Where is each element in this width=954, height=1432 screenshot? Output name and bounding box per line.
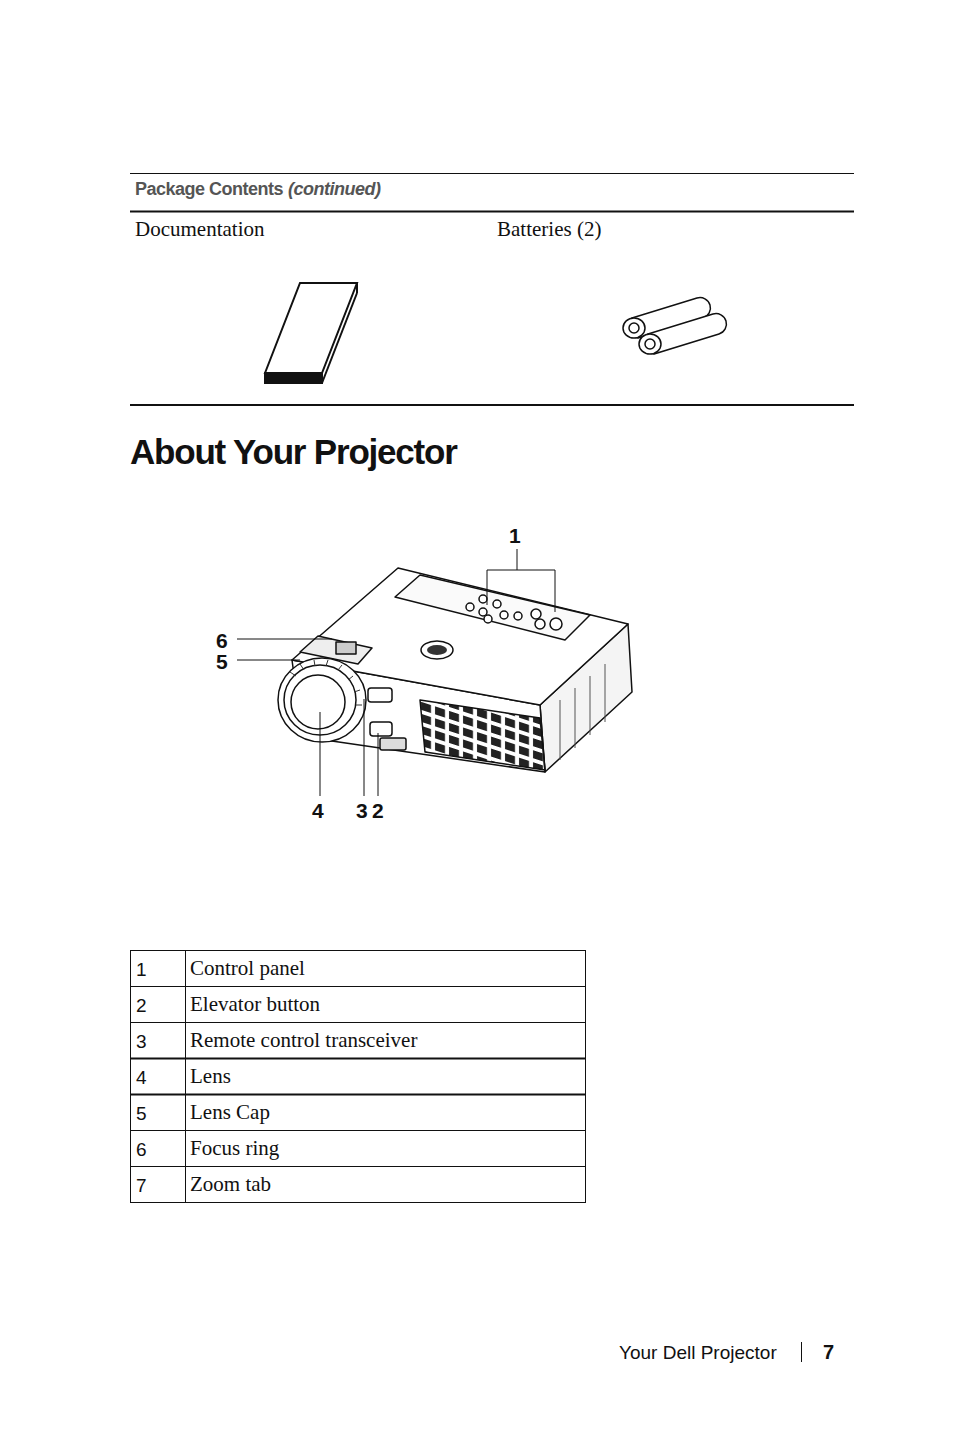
documentation-icon [265, 283, 357, 383]
callout-number: 2 [372, 800, 384, 821]
part-name: Focus ring [190, 1138, 279, 1159]
callout-number: 3 [356, 800, 368, 821]
section-header: Package Contents [135, 180, 283, 198]
parts-table-grid [130, 950, 586, 1203]
row-number: 7 [136, 1176, 147, 1195]
part-name: Zoom tab [190, 1174, 271, 1195]
footer-text: Your Dell Projector [619, 1343, 777, 1362]
part-name: Control panel [190, 958, 305, 979]
row-number: 3 [136, 1032, 147, 1051]
row-number: 4 [136, 1068, 147, 1087]
row-number: 6 [136, 1140, 147, 1159]
projector-illustration [278, 568, 632, 772]
part-name: Remote control transceiver [190, 1030, 417, 1051]
part-name: Elevator button [190, 994, 320, 1015]
section-header-note: (continued) [288, 180, 380, 198]
callout-number: 5 [216, 651, 228, 672]
table-rules [130, 174, 854, 406]
page-number: 7 [823, 1342, 834, 1362]
callout-number: 6 [216, 630, 228, 651]
batteries-icon [623, 298, 726, 354]
part-name: Lens Cap [190, 1102, 270, 1123]
part-name: Lens [190, 1066, 231, 1087]
leader-lines [237, 549, 555, 796]
row-number: 1 [136, 960, 147, 979]
item-name: Documentation [135, 219, 264, 240]
row-number: 2 [136, 996, 147, 1015]
page-heading: About Your Projector [130, 434, 457, 469]
item-name: Batteries (2) [497, 219, 601, 240]
footer-separator [801, 1342, 802, 1362]
row-number: 5 [136, 1104, 147, 1123]
callout-number: 4 [312, 800, 324, 821]
callout-number: 1 [509, 525, 521, 546]
